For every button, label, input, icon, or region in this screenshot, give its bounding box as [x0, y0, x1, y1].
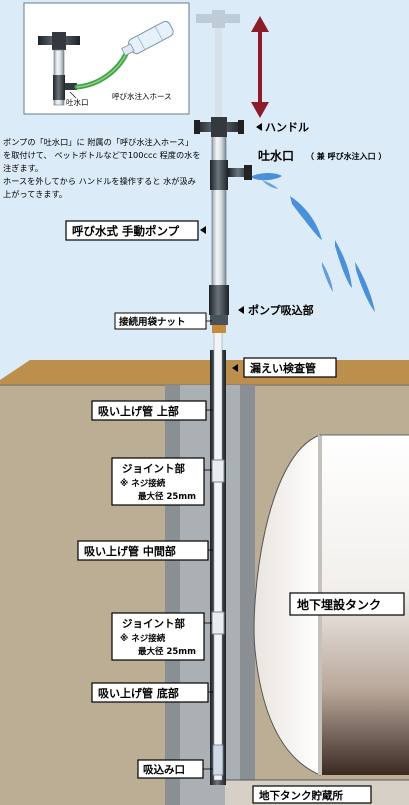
joint1-line3: 最大径 25mm — [138, 491, 196, 502]
handle-ghost — [196, 10, 240, 123]
tank-label-box: 地下埋設タンク — [289, 592, 405, 616]
instruction-line-3: 注ぎます。 — [3, 163, 43, 173]
ground-surface — [0, 360, 409, 385]
intake-label-box: 吸込み口 — [137, 759, 213, 779]
leak-pipe-label: 漏えい検査管 — [250, 361, 316, 375]
joint-top — [211, 459, 225, 483]
bag-nut-label: 接続用袋ナット — [119, 316, 186, 328]
instruction-line-4: ホースを外してから ハンドルを操作すると 水が汲み — [3, 176, 196, 186]
suction-pipe — [213, 329, 223, 781]
pump-intake — [209, 285, 229, 333]
inset-outlet-label: 吐水口 — [66, 97, 89, 107]
suction-bottom-label: 吸い上げ管 底部 — [98, 686, 179, 700]
pump-label-box: 呼び水式 手動ポンプ — [65, 220, 206, 241]
joint2-label-box: ジョイント部 ※ ネジ接続 最大径 25mm — [111, 612, 212, 661]
suction-mid-label-box: 吸い上げ管 中間部 — [77, 540, 213, 561]
tank-storage-label-box: 地下タンク貯蔵所 — [252, 785, 372, 804]
suction-top-label: 吸い上げ管 上部 — [98, 404, 179, 418]
water-stream — [252, 173, 375, 312]
leak-pipe-label-box: 漏えい検査管 — [232, 357, 337, 378]
intake-end — [212, 744, 224, 776]
joint2-line3: 最大径 25mm — [138, 646, 196, 657]
joint1-line2: ※ ネジ接続 — [120, 478, 166, 489]
intake-label: 吸込み口 — [143, 763, 185, 776]
instruction-line-1: ポンプの「吐水口」に 附属の「呼び水注入ホース」 — [3, 137, 193, 147]
suction-top-label-box: 吸い上げ管 上部 — [91, 400, 213, 421]
joint1-label-box: ジョイント部 ※ ネジ接続 最大径 25mm — [111, 457, 212, 506]
joint2-line2: ※ ネジ接続 — [120, 633, 166, 644]
instruction-line-2: を取付けて、 ペットボトルなどで100ccc 程度の水を — [3, 150, 201, 160]
pump-cylinder — [211, 134, 227, 296]
tank-storage-label: 地下タンク貯蔵所 — [259, 789, 343, 802]
handle — [194, 117, 244, 137]
tank-label: 地下埋設タンク — [297, 597, 381, 612]
stroke-arrow — [251, 16, 269, 118]
inset-hose-label: 呼び水注入ホース — [112, 91, 172, 101]
joint2-title: ジョイント部 — [122, 617, 185, 630]
pet-bottle — [121, 20, 174, 57]
outlet-spout — [210, 160, 252, 190]
pump-label: 呼び水式 手動ポンプ — [72, 224, 180, 238]
outlet-sub-label: （ 兼 呼び水注入口 ） — [306, 151, 386, 161]
handle-label: ハンドル — [265, 121, 309, 134]
instruction-line-5: 上がってきます。 — [3, 189, 67, 199]
suction-bottom-label-box: 吸い上げ管 底部 — [91, 682, 213, 703]
inset-panel — [23, 2, 190, 115]
outlet-label: 吐水口 — [258, 148, 294, 163]
joint-bottom — [211, 611, 225, 635]
joint1-title: ジョイント部 — [122, 462, 185, 475]
pump-intake-label: ポンプ吸込部 — [248, 303, 314, 317]
bag-nut-label-box: 接続用袋ナット — [114, 312, 212, 330]
suction-mid-label: 吸い上げ管 中間部 — [84, 544, 176, 558]
